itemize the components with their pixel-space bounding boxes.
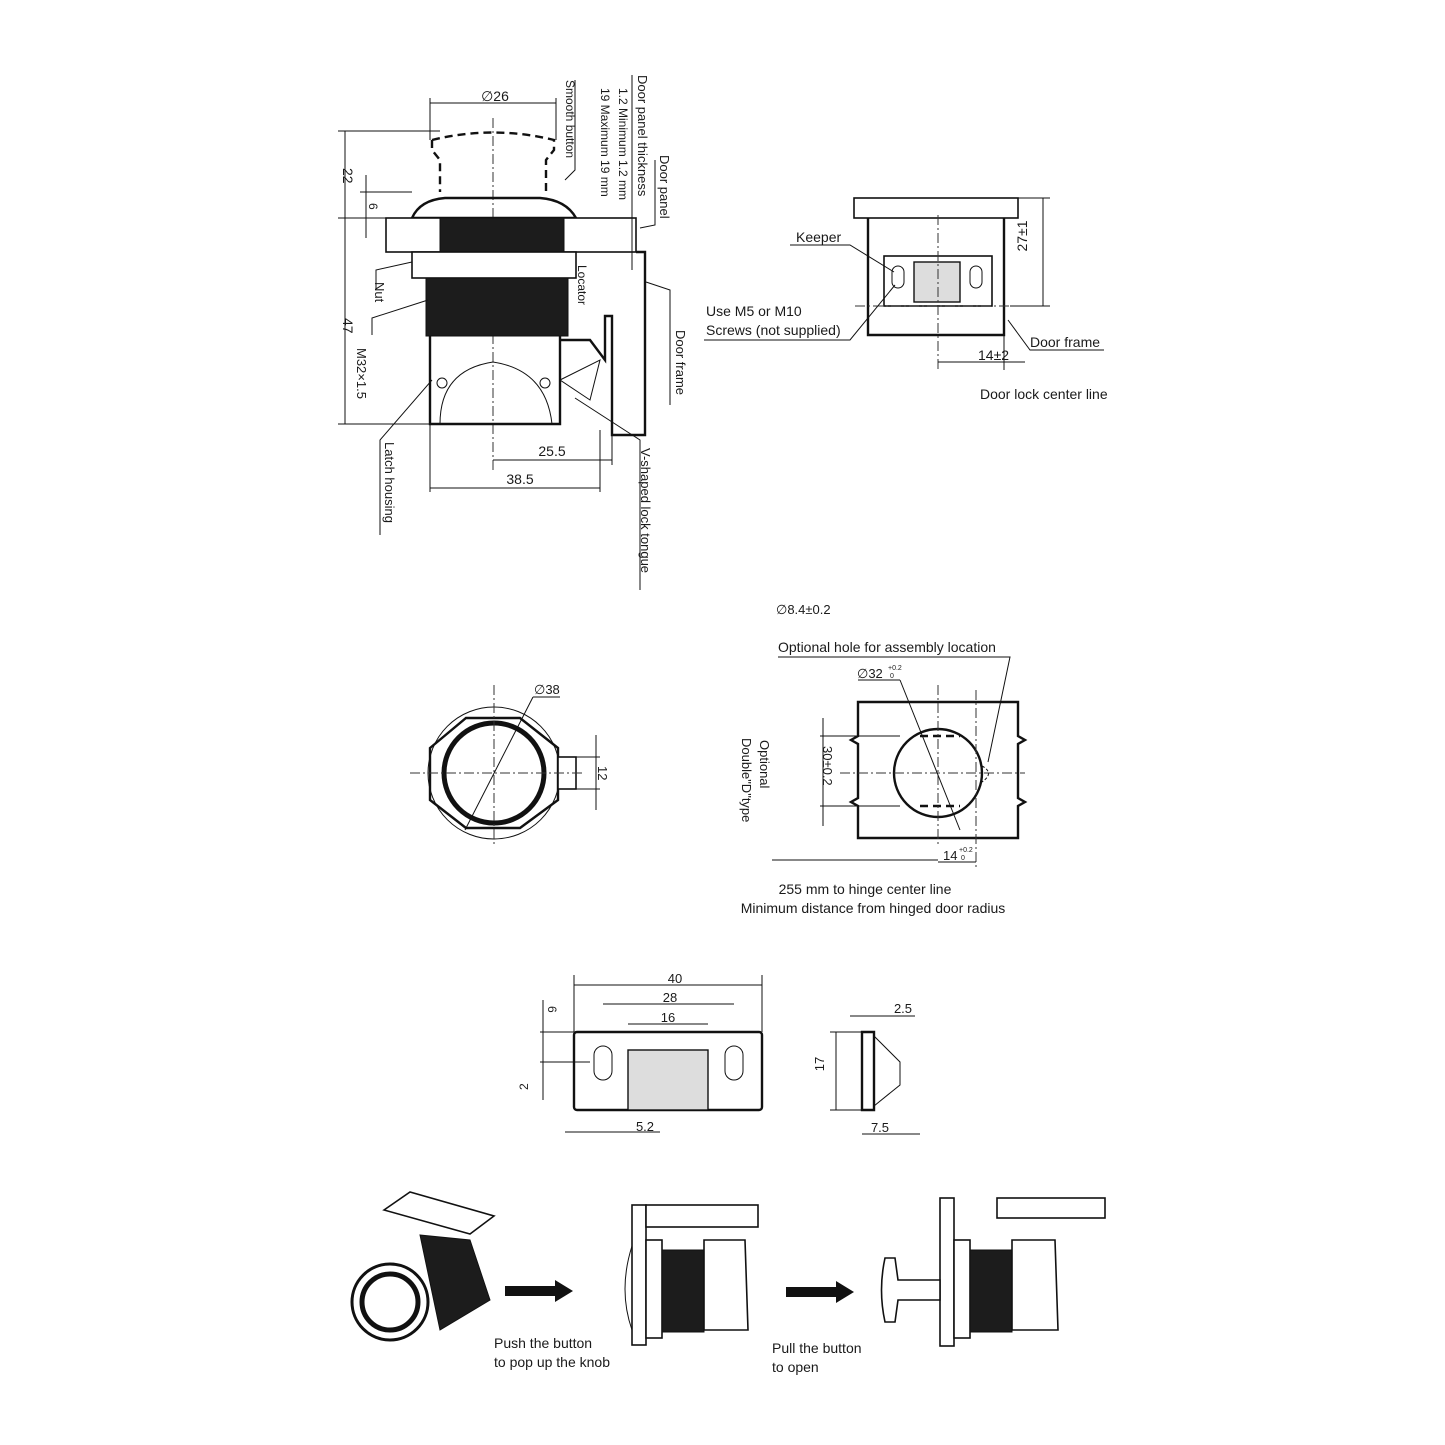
step-1-illustration xyxy=(350,1191,496,1342)
tol-32-plus: +0.2 xyxy=(888,665,902,672)
arrow-right-icon xyxy=(505,1280,573,1302)
label-panel-min: 1.2 Minimum 1.2 mm xyxy=(616,88,630,200)
step-3-illustration xyxy=(880,1197,1106,1347)
label-hinge-2: Minimum distance from hinged door radius xyxy=(741,900,1006,916)
keeper-dimensions xyxy=(540,975,920,1135)
dim-14: 14 xyxy=(943,848,957,863)
label-keeper: Keeper xyxy=(796,229,841,245)
dim-40: 40 xyxy=(668,971,682,986)
label-screws-1: Use M5 or M10 xyxy=(706,303,802,319)
dim-16: 16 xyxy=(661,1010,675,1025)
side-view xyxy=(338,75,671,590)
label-nut: Nut xyxy=(372,282,387,303)
arrow-right-icon xyxy=(786,1281,854,1303)
label-pull-2: to open xyxy=(772,1359,819,1375)
label-double-d: Double"D"type xyxy=(739,738,754,822)
label-keeper-door-frame: Door frame xyxy=(1030,334,1100,350)
dim-25-5: 25.5 xyxy=(538,443,565,459)
dim-38-5: 38.5 xyxy=(506,471,533,487)
dim-30: 30±0.2 xyxy=(820,746,835,786)
label-pull-1: Pull the button xyxy=(772,1340,862,1356)
step-2-illustration xyxy=(624,1204,759,1346)
dim-7-5: 7.5 xyxy=(871,1120,889,1135)
dim-28: 28 xyxy=(663,990,677,1005)
dim-diameter-38: ∅38 xyxy=(534,682,560,697)
label-push-1: Push the button xyxy=(494,1335,592,1351)
tol-14-plus: +0.2 xyxy=(959,847,973,854)
dim-22: 22 xyxy=(340,168,356,184)
label-locator: Locator xyxy=(575,265,589,305)
label-thread: M32×1.5 xyxy=(354,348,369,399)
dim-2-5: 2.5 xyxy=(894,1001,912,1016)
dim-5-2: 5.2 xyxy=(636,1119,654,1134)
label-hinge-1: 255 mm to hinge center line xyxy=(779,881,952,897)
label-center-line: Door lock center line xyxy=(980,386,1108,402)
dim-27: 27±1 xyxy=(1014,220,1030,251)
tol-14-zero: 0 xyxy=(961,855,965,862)
dim-17: 17 xyxy=(812,1057,827,1071)
dim-6: 6 xyxy=(366,203,380,210)
dim-12: 12 xyxy=(595,766,610,780)
front-view xyxy=(410,685,600,845)
cutout-view xyxy=(772,656,1028,870)
label-panel-thickness: Door panel thickness xyxy=(635,75,650,197)
label-push-2: to pop up the knob xyxy=(494,1354,610,1370)
label-optional: Optional xyxy=(757,740,772,789)
label-screws-2: Screws (not supplied) xyxy=(706,322,841,338)
dim-diameter-32: ∅32 xyxy=(857,666,883,681)
label-door-panel: Door panel xyxy=(657,155,672,219)
dim-47: 47 xyxy=(340,318,356,334)
dim-button-diameter: ∅26 xyxy=(481,88,509,104)
dim-6-keeper: 6 xyxy=(545,1006,559,1013)
dim-2-keeper: 2 xyxy=(517,1083,531,1090)
label-lock-tongue: V-shaped lock tongue xyxy=(638,448,653,573)
label-optional-hole: Optional hole for assembly location xyxy=(778,639,996,655)
dim-hole-diameter: ∅8.4±0.2 xyxy=(776,602,831,617)
dim-14-2: 14±2 xyxy=(978,347,1009,363)
label-panel-max: 19 Maximum 19 mm xyxy=(598,88,612,197)
label-smooth-button: Smooth button xyxy=(563,80,577,158)
label-door-frame: Door frame xyxy=(673,330,688,395)
label-latch-housing: Latch housing xyxy=(382,442,397,523)
tol-32-zero: 0 xyxy=(890,673,894,680)
keeper-view xyxy=(704,197,1104,370)
